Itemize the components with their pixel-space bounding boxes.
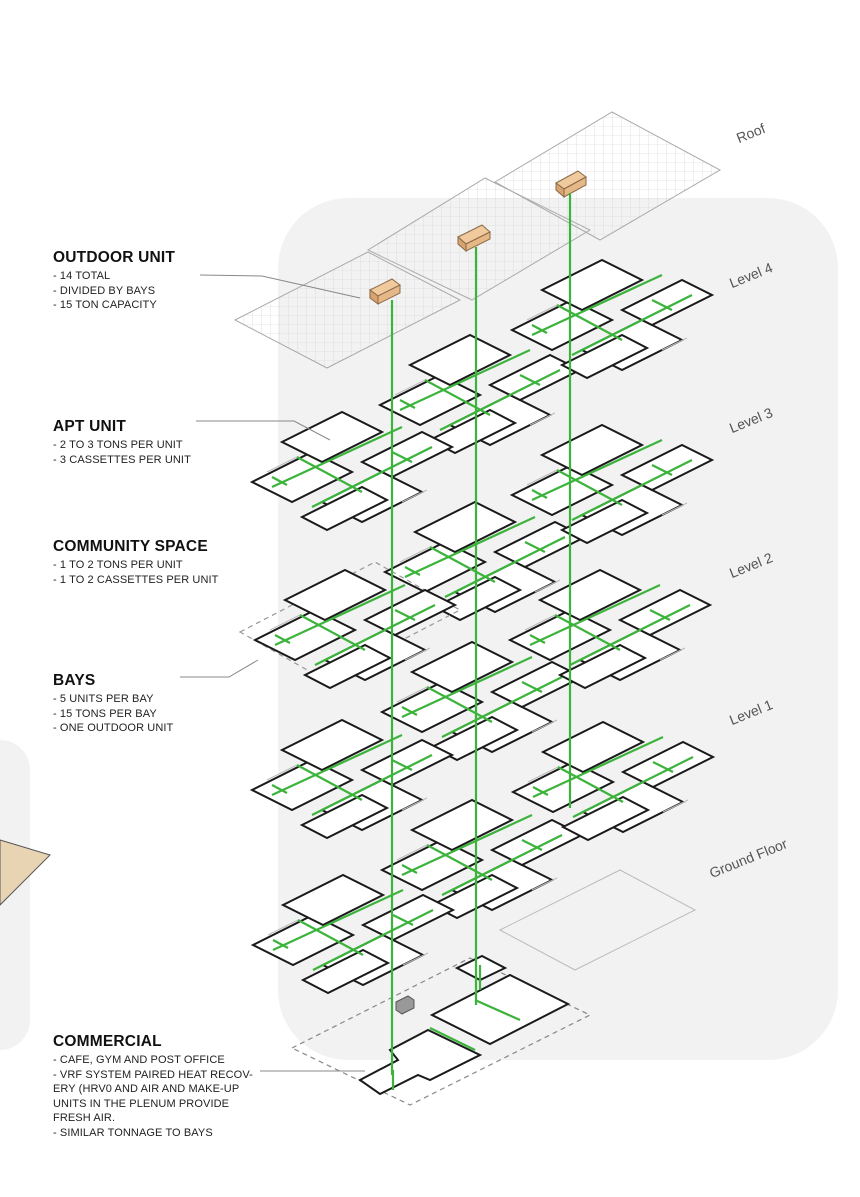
callout-item: FRESH AIR. (53, 1112, 116, 1125)
callout-item: 15 TON CAPACITY (53, 298, 175, 313)
side-figure (0, 839, 51, 906)
side-panel (0, 740, 30, 1050)
callout-item: 5 UNITS PER BAY (53, 692, 173, 707)
callout-item: 2 TO 3 TONS PER UNIT (53, 438, 191, 453)
callout-item: 3 CASSETTES PER UNIT (53, 453, 191, 468)
mechanical-unit (395, 995, 415, 1015)
leader-line (196, 420, 331, 441)
callout-item: ONE OUTDOOR UNIT (53, 721, 173, 736)
callout-item: 15 TONS PER BAY (53, 707, 173, 722)
callout-title: COMMUNITY SPACE (53, 538, 208, 555)
callout-item: CAFE, GYM AND POST OFFICE (53, 1053, 253, 1068)
callout-outdoor-unit: OUTDOOR UNIT 14 TOTAL DIVIDED BY BAYS 15… (53, 249, 175, 313)
callout-title: BAYS (53, 672, 96, 689)
callout-title: COMMERCIAL (53, 1033, 162, 1050)
roof-grid-right (493, 111, 722, 241)
callout-item: 1 TO 2 CASSETTES PER UNIT (53, 573, 219, 588)
callout-item: SIMILAR TONNAGE TO BAYS (53, 1126, 253, 1141)
callout-item: ERY (HRV0 AND AIR AND MAKE-UP (53, 1083, 240, 1096)
callout-community-space: COMMUNITY SPACE 1 TO 2 TONS PER UNIT 1 T… (53, 538, 219, 587)
callout-item: VRF SYSTEM PAIRED HEAT RECOV- (53, 1068, 253, 1083)
roof-grid-left (233, 251, 462, 369)
ground-floor (251, 869, 697, 1106)
callout-bays: BAYS 5 UNITS PER BAY 15 TONS PER BAY ONE… (53, 672, 173, 736)
leader-line (180, 659, 259, 678)
level-2-floor (238, 561, 712, 762)
callout-apt-unit: APT UNIT 2 TO 3 TONS PER UNIT 3 CASSETTE… (53, 418, 191, 467)
commercial-floor (429, 973, 571, 1046)
callout-commercial: COMMERCIAL CAFE, GYM AND POST OFFICE VRF… (53, 1033, 253, 1141)
leader-line (199, 274, 361, 299)
callout-item: UNITS IN THE PLENUM PROVIDE (53, 1097, 230, 1110)
callout-title: APT UNIT (53, 418, 127, 435)
callout-title: OUTDOOR UNIT (53, 249, 176, 266)
callout-item: DIVIDED BY BAYS (53, 284, 175, 299)
outdoor-unit-box (377, 284, 401, 305)
outdoor-unit-box (465, 231, 491, 252)
callout-item: 14 TOTAL (53, 269, 175, 284)
outdoor-unit-box (563, 176, 587, 198)
callout-item: 1 TO 2 TONS PER UNIT (53, 558, 219, 573)
